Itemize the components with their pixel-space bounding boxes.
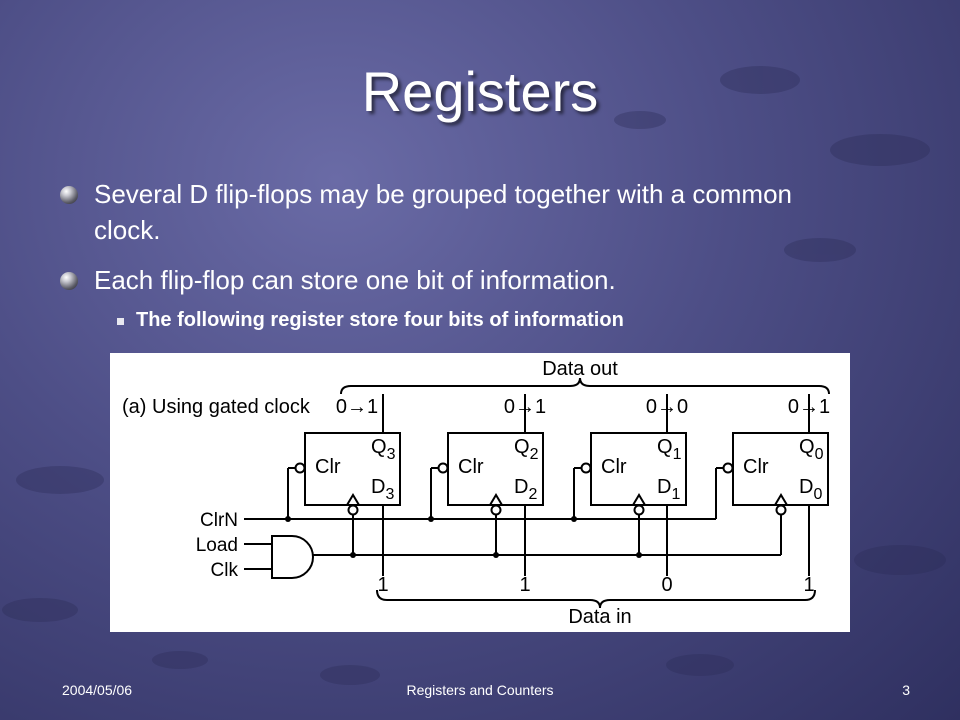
clock-edge-marker (632, 493, 646, 506)
data-in-brace (376, 589, 816, 609)
register-diagram: Data out (a) Using gated clock 0→1 Clr Q… (110, 353, 850, 632)
diagram-caption: (a) Using gated clock (122, 396, 311, 418)
page-number: 3 (902, 682, 910, 698)
flipflop-1: 0→0 Clr Q1 D1 0 (573, 394, 688, 596)
clr-label: Clr (601, 456, 627, 478)
bullet-sphere-icon (60, 272, 78, 290)
sub-bullet-square-icon (117, 318, 124, 325)
clk-label: Clk (211, 560, 239, 581)
clr-inversion-bubble (722, 462, 734, 474)
q-label: Q1 (657, 436, 682, 463)
clrn-label: ClrN (200, 510, 238, 531)
d-label: D2 (514, 476, 537, 503)
bullet-sphere-icon (60, 186, 78, 204)
bullet-text: Each flip-flop can store one bit of info… (94, 265, 616, 295)
flipflop-transition: 0→1 (336, 396, 378, 418)
slide-title: Registers (361, 60, 599, 123)
bullet-text: Several D flip-flops may be grouped toge… (94, 179, 793, 245)
data-out-brace (340, 377, 830, 395)
flipflop-3: 0→1 Clr Q3 D3 1 (287, 394, 401, 596)
flipflop-2: 0→1 Clr Q2 D2 1 (430, 394, 546, 596)
flipflop-0: 0→1 Clr Q0 D0 1 (715, 394, 830, 596)
sub-bullet-text: The following register store four bits o… (136, 309, 624, 331)
clock-inversion-bubble (775, 504, 787, 516)
q-label: Q2 (514, 436, 539, 463)
clock-inversion-bubble (633, 504, 645, 516)
q-label: Q3 (371, 436, 396, 463)
clock-edge-marker (346, 493, 360, 506)
input-bit: 1 (377, 574, 388, 596)
d-label: D1 (657, 476, 680, 503)
clr-inversion-bubble (437, 462, 449, 474)
data-in-label: Data in (568, 606, 631, 628)
data-out-label: Data out (542, 358, 618, 380)
clr-inversion-bubble (294, 462, 306, 474)
footer-date: 2004/05/06 (62, 682, 133, 698)
input-bit: 1 (519, 574, 530, 596)
and-gate (271, 535, 314, 579)
input-bit: 0 (661, 574, 672, 596)
q-label: Q0 (799, 436, 824, 463)
clr-label: Clr (743, 456, 769, 478)
clock-edge-marker (489, 493, 503, 506)
clr-label: Clr (458, 456, 484, 478)
load-label: Load (196, 535, 238, 556)
footer-title: Registers and Counters (406, 682, 554, 698)
d-label: D0 (799, 476, 822, 503)
d-label: D3 (371, 476, 394, 503)
clock-inversion-bubble (490, 504, 502, 516)
clr-label: Clr (315, 456, 341, 478)
clock-inversion-bubble (347, 504, 359, 516)
input-bit: 1 (803, 574, 814, 596)
clock-edge-marker (774, 493, 788, 506)
clr-inversion-bubble (580, 462, 592, 474)
